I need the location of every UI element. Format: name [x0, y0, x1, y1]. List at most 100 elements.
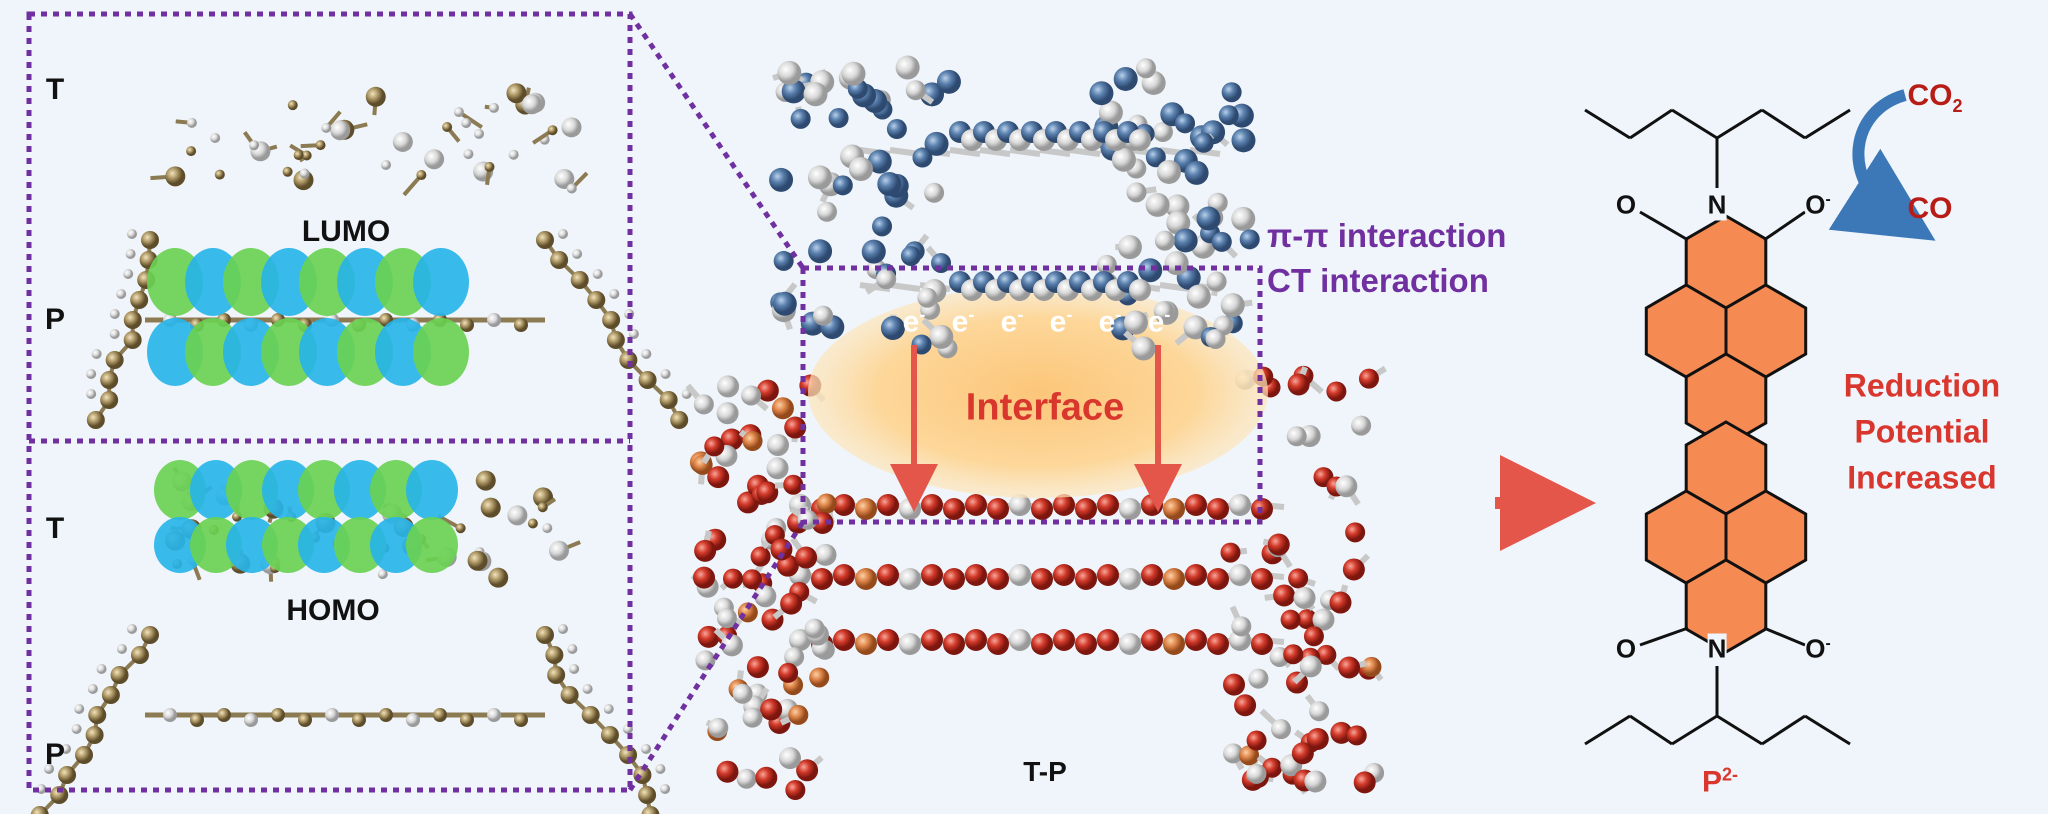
atom: [210, 133, 221, 144]
atom: [244, 713, 258, 727]
atom: [1154, 230, 1175, 251]
atom: [1098, 100, 1123, 125]
atom: [900, 245, 921, 266]
atom: [742, 431, 763, 452]
atom: [1156, 159, 1181, 184]
bond: [1009, 147, 1041, 157]
bond: [1804, 108, 1851, 140]
oxide-charge: -: [1825, 634, 1831, 652]
atom: [406, 713, 420, 727]
atom: [766, 434, 789, 457]
atom: [88, 706, 107, 724]
atom: [487, 708, 501, 722]
atom: [1145, 192, 1170, 217]
atom: [141, 231, 159, 249]
atom: [602, 311, 621, 329]
atom: [1097, 494, 1119, 516]
zoom-connector: [627, 12, 806, 270]
atom: [814, 543, 837, 566]
atom: [521, 94, 542, 115]
atom: [298, 713, 312, 727]
atom: [1141, 564, 1163, 586]
atom: [508, 149, 519, 160]
atom: [61, 744, 72, 754]
perylene-dianion-structure: [1584, 108, 1851, 746]
co-label: CO: [1907, 192, 1953, 225]
atom: [1184, 160, 1209, 185]
atom: [877, 494, 899, 516]
atom: [1031, 568, 1053, 590]
atom: [1119, 498, 1141, 520]
atom: [807, 165, 832, 190]
atom: [1131, 336, 1156, 361]
atom: [1009, 494, 1031, 516]
atom: [921, 629, 943, 651]
atom: [186, 117, 197, 128]
atom: [1297, 609, 1318, 630]
atom: [467, 550, 488, 571]
orbital-lobe: [190, 517, 242, 573]
atom: [514, 318, 528, 332]
effect-line-2: Potential: [1854, 413, 1990, 450]
atom: [567, 644, 578, 654]
atom: [1053, 494, 1075, 516]
bond: [1761, 714, 1806, 746]
atom: [795, 546, 818, 569]
atom: [1248, 668, 1269, 689]
atom: [217, 708, 231, 722]
atom: [123, 311, 142, 329]
atom: [848, 156, 873, 181]
orbital-lobe: [262, 517, 314, 573]
atom: [773, 250, 794, 271]
atom: [1293, 586, 1316, 609]
complex-label: T-P: [1023, 756, 1067, 787]
bond: [1584, 108, 1631, 140]
atom: [545, 646, 564, 664]
atom: [1231, 616, 1252, 637]
atom: [742, 569, 763, 590]
atom: [163, 708, 177, 722]
atom: [924, 182, 945, 203]
co2-label: CO2: [1907, 79, 1962, 117]
atom: [1283, 644, 1304, 665]
atom: [1303, 626, 1324, 647]
bond: [949, 147, 981, 157]
atom: [1316, 644, 1337, 665]
atom: [609, 289, 620, 299]
atom: [116, 289, 127, 299]
atom: [1075, 633, 1097, 655]
atom: [1231, 128, 1256, 153]
atom: [965, 629, 987, 651]
atom: [780, 592, 803, 615]
atom: [716, 760, 739, 783]
product-text: P: [1701, 765, 1722, 799]
atom: [717, 375, 740, 398]
electron-symbol: e-: [1099, 305, 1122, 340]
atom: [772, 291, 797, 316]
atom: [547, 666, 566, 684]
atom: [377, 569, 388, 580]
atom: [693, 394, 714, 415]
atom: [880, 316, 905, 341]
oxide-top: O-: [1805, 189, 1831, 221]
atom: [1009, 564, 1031, 586]
atom: [1220, 542, 1241, 563]
atom: [560, 686, 579, 704]
atom: [660, 369, 671, 379]
atom: [123, 331, 142, 349]
orbital-lobe: [154, 517, 206, 573]
bond: [1761, 108, 1806, 140]
atom: [936, 69, 961, 94]
atom: [808, 239, 833, 264]
zoom-connector: [627, 520, 806, 792]
atom: [921, 564, 943, 586]
atom: [1097, 564, 1119, 586]
atom: [507, 505, 528, 526]
atom: [1117, 235, 1142, 260]
orbital-lobe: [226, 517, 278, 573]
pi-pi-interaction-label: π-π interaction: [1267, 217, 1507, 254]
atom: [1291, 742, 1314, 765]
atom: [804, 618, 825, 639]
atom: [697, 625, 720, 648]
atom: [1075, 498, 1097, 520]
